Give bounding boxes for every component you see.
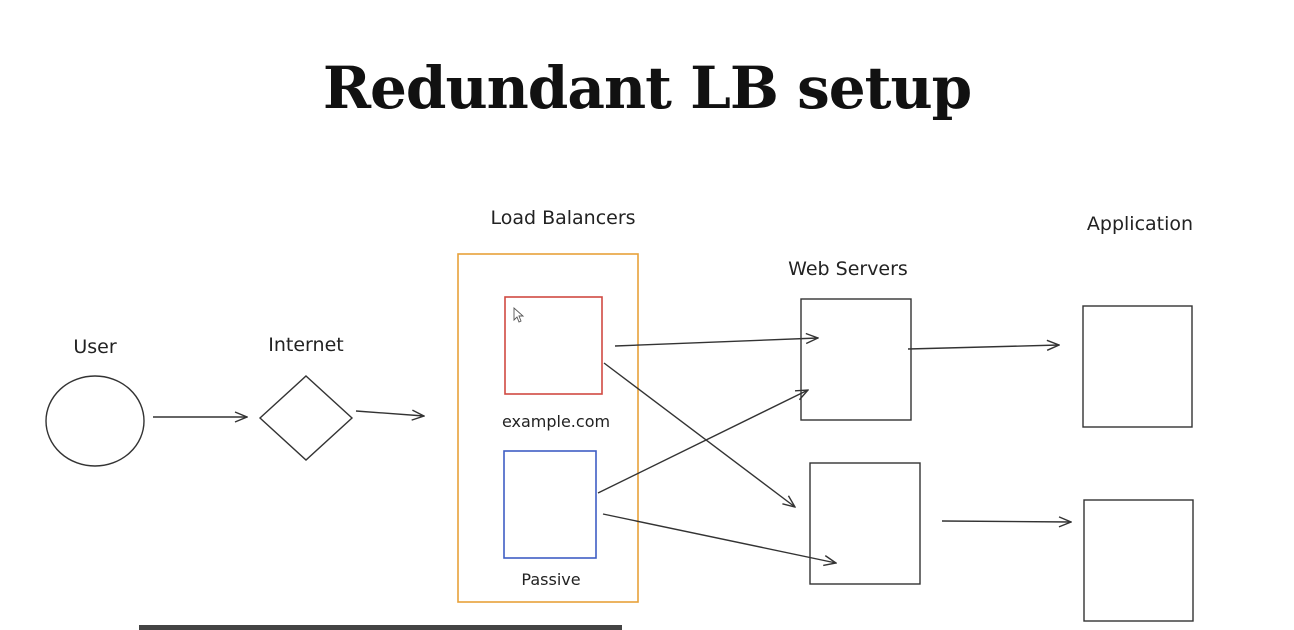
arrow-passive-lb-to-web-2 [602,513,836,563]
web-servers-label: Web Servers [788,258,908,280]
arrow-web-1-to-app-1 [907,345,1059,349]
slide-title: Redundant LB setup [322,54,972,122]
web-server-2 [809,462,921,585]
active-load-balancer [504,296,603,395]
passive-load-balancer [503,450,597,559]
user-label: User [73,336,117,358]
application-server-2 [1083,499,1194,622]
arrow-active-lb-to-web-2 [603,362,795,507]
application-label: Application [1086,213,1194,235]
passive-lb-label: Passive [521,570,581,589]
load-balancers-label: Load Balancers [490,207,636,229]
internet-node [258,375,354,461]
load-balancer-group [457,253,639,603]
arrow-web-2-to-app-2 [941,521,1071,522]
internet-label: Internet [268,334,344,356]
user-node [45,375,145,467]
arrow-internet-to-lb [355,411,424,416]
arrow-active-lb-to-web-1 [614,338,818,347]
video-progress-bar[interactable] [139,625,622,630]
active-lb-label: example.com [501,412,611,431]
arrow-passive-lb-to-web-1 [597,390,808,494]
web-server-1 [800,298,912,421]
application-server-1 [1082,305,1193,428]
mouse-cursor-icon [513,306,525,323]
